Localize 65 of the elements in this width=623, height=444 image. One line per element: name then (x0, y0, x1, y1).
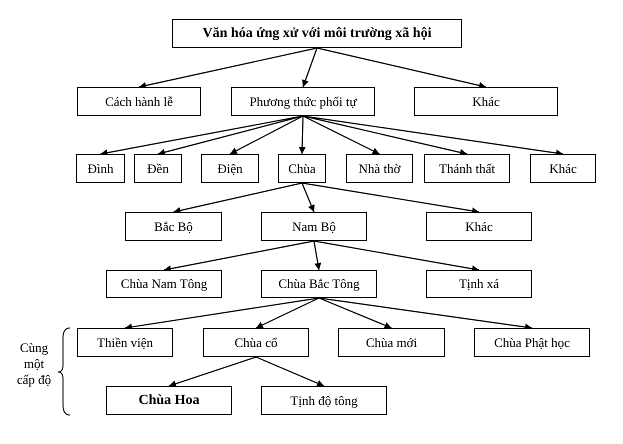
arrow (314, 240, 480, 272)
box-label: Nam Bộ (292, 218, 336, 234)
category-box (125, 212, 222, 241)
arrow (168, 356, 256, 388)
category-box (261, 212, 367, 241)
group-note: Cùng một cấp độ (16, 340, 52, 388)
category-box (474, 328, 590, 357)
box-label: Điện (217, 160, 243, 176)
box-label: Văn hóa ứng xử với môi trường xã hội (202, 26, 432, 42)
category-box (424, 154, 510, 183)
arrow (124, 297, 320, 330)
category-box (172, 19, 462, 48)
category-box (77, 87, 201, 116)
category-box (414, 87, 558, 116)
arrow (230, 115, 304, 155)
box-label: Chùa Hoa (138, 392, 200, 408)
arrow (302, 115, 380, 155)
category-box (231, 87, 375, 116)
box-label: Đền (147, 160, 169, 176)
category-box (106, 386, 232, 415)
arrow (256, 297, 320, 329)
box-label: Phương thức phối tự (249, 94, 357, 110)
arrow (298, 116, 306, 154)
box-label: Đình (88, 160, 114, 176)
box-label: Khác (472, 94, 500, 110)
category-box (530, 154, 596, 183)
box-label: Chùa Phật học (494, 334, 570, 350)
arrow (256, 356, 324, 387)
category-box (201, 154, 259, 183)
box-label: Tịnh độ tông (290, 392, 358, 408)
category-box (278, 154, 326, 183)
arrow (164, 240, 314, 272)
box-label: Cách hành lễ (105, 94, 173, 110)
arrow (318, 297, 392, 329)
category-box (346, 154, 413, 183)
arrow (301, 182, 315, 212)
category-box (106, 270, 222, 298)
box-label: Khác (549, 160, 577, 176)
arrow (302, 182, 480, 214)
box-label: Chùa (288, 160, 316, 176)
category-box (203, 328, 309, 357)
arrow (173, 182, 302, 214)
box-label: Bắc Bộ (154, 218, 193, 234)
box-label: Thánh thất (439, 160, 495, 176)
arrow (313, 240, 322, 270)
category-box (77, 328, 173, 357)
arrow (138, 47, 318, 89)
category-box (338, 328, 445, 357)
box-label: Thiền viện (97, 334, 153, 350)
arrow (302, 48, 318, 88)
arrow (318, 297, 532, 330)
category-box (134, 154, 182, 183)
category-box (261, 386, 387, 415)
box-label: Nhà thờ (358, 160, 400, 176)
category-box (261, 270, 377, 298)
category-box (426, 212, 532, 241)
category-box (76, 154, 125, 183)
category-box (426, 270, 532, 298)
arrow (316, 47, 486, 89)
box-label: Tịnh xá (458, 276, 500, 292)
box-label: Chùa mới (366, 334, 418, 350)
box-label: Chùa Bắc Tông (278, 276, 360, 292)
box-label: Chùa Nam Tông (120, 276, 208, 292)
box-label: Khác (465, 218, 493, 234)
box-label: Chùa cổ (234, 334, 278, 350)
